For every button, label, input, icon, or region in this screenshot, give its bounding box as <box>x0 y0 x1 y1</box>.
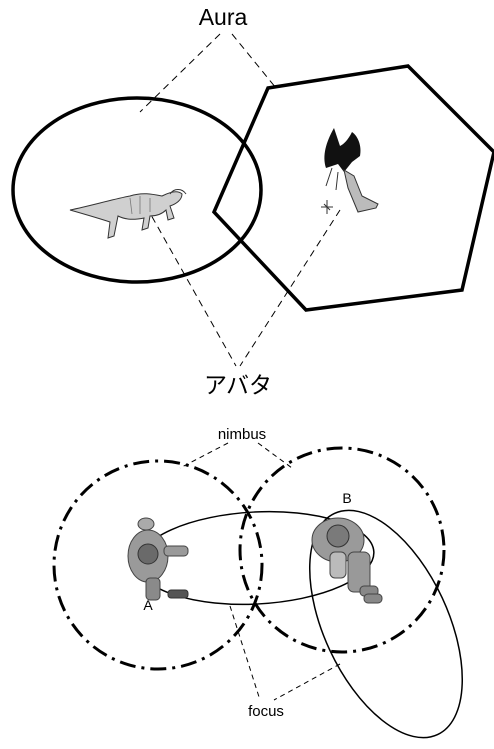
nimbus-leader-right <box>257 442 293 469</box>
avatar-leader-left <box>145 205 237 367</box>
aura-leader-right <box>231 33 277 89</box>
aura-ellipse-left <box>11 96 263 284</box>
aura-leader-left <box>139 33 221 113</box>
nimbus-circle-a <box>52 459 264 671</box>
aura-title-label: Aura <box>199 4 248 30</box>
nimbus-leader-left <box>179 442 229 469</box>
focus-ellipse-b <box>308 509 464 739</box>
nimbus-circle-b <box>238 446 446 654</box>
person-a-label: A <box>143 597 153 613</box>
avatar-leader-right <box>239 209 341 367</box>
winged-creature-icon <box>321 128 379 214</box>
focus-leader-right <box>273 663 341 701</box>
person-a-icon <box>127 517 189 601</box>
focus-label: focus <box>248 703 284 720</box>
focus-leader-left <box>229 605 261 701</box>
bottom-diagram: nimbus focus A B <box>52 426 464 739</box>
nimbus-label: nimbus <box>218 426 266 443</box>
avatar-label: アバタ <box>204 372 272 398</box>
dinosaur-icon <box>69 189 187 239</box>
person-b-icon <box>311 517 383 604</box>
aura-hexagon-right <box>211 64 494 312</box>
top-diagram: Aura アバタ <box>11 4 494 398</box>
person-b-label: B <box>342 490 351 506</box>
